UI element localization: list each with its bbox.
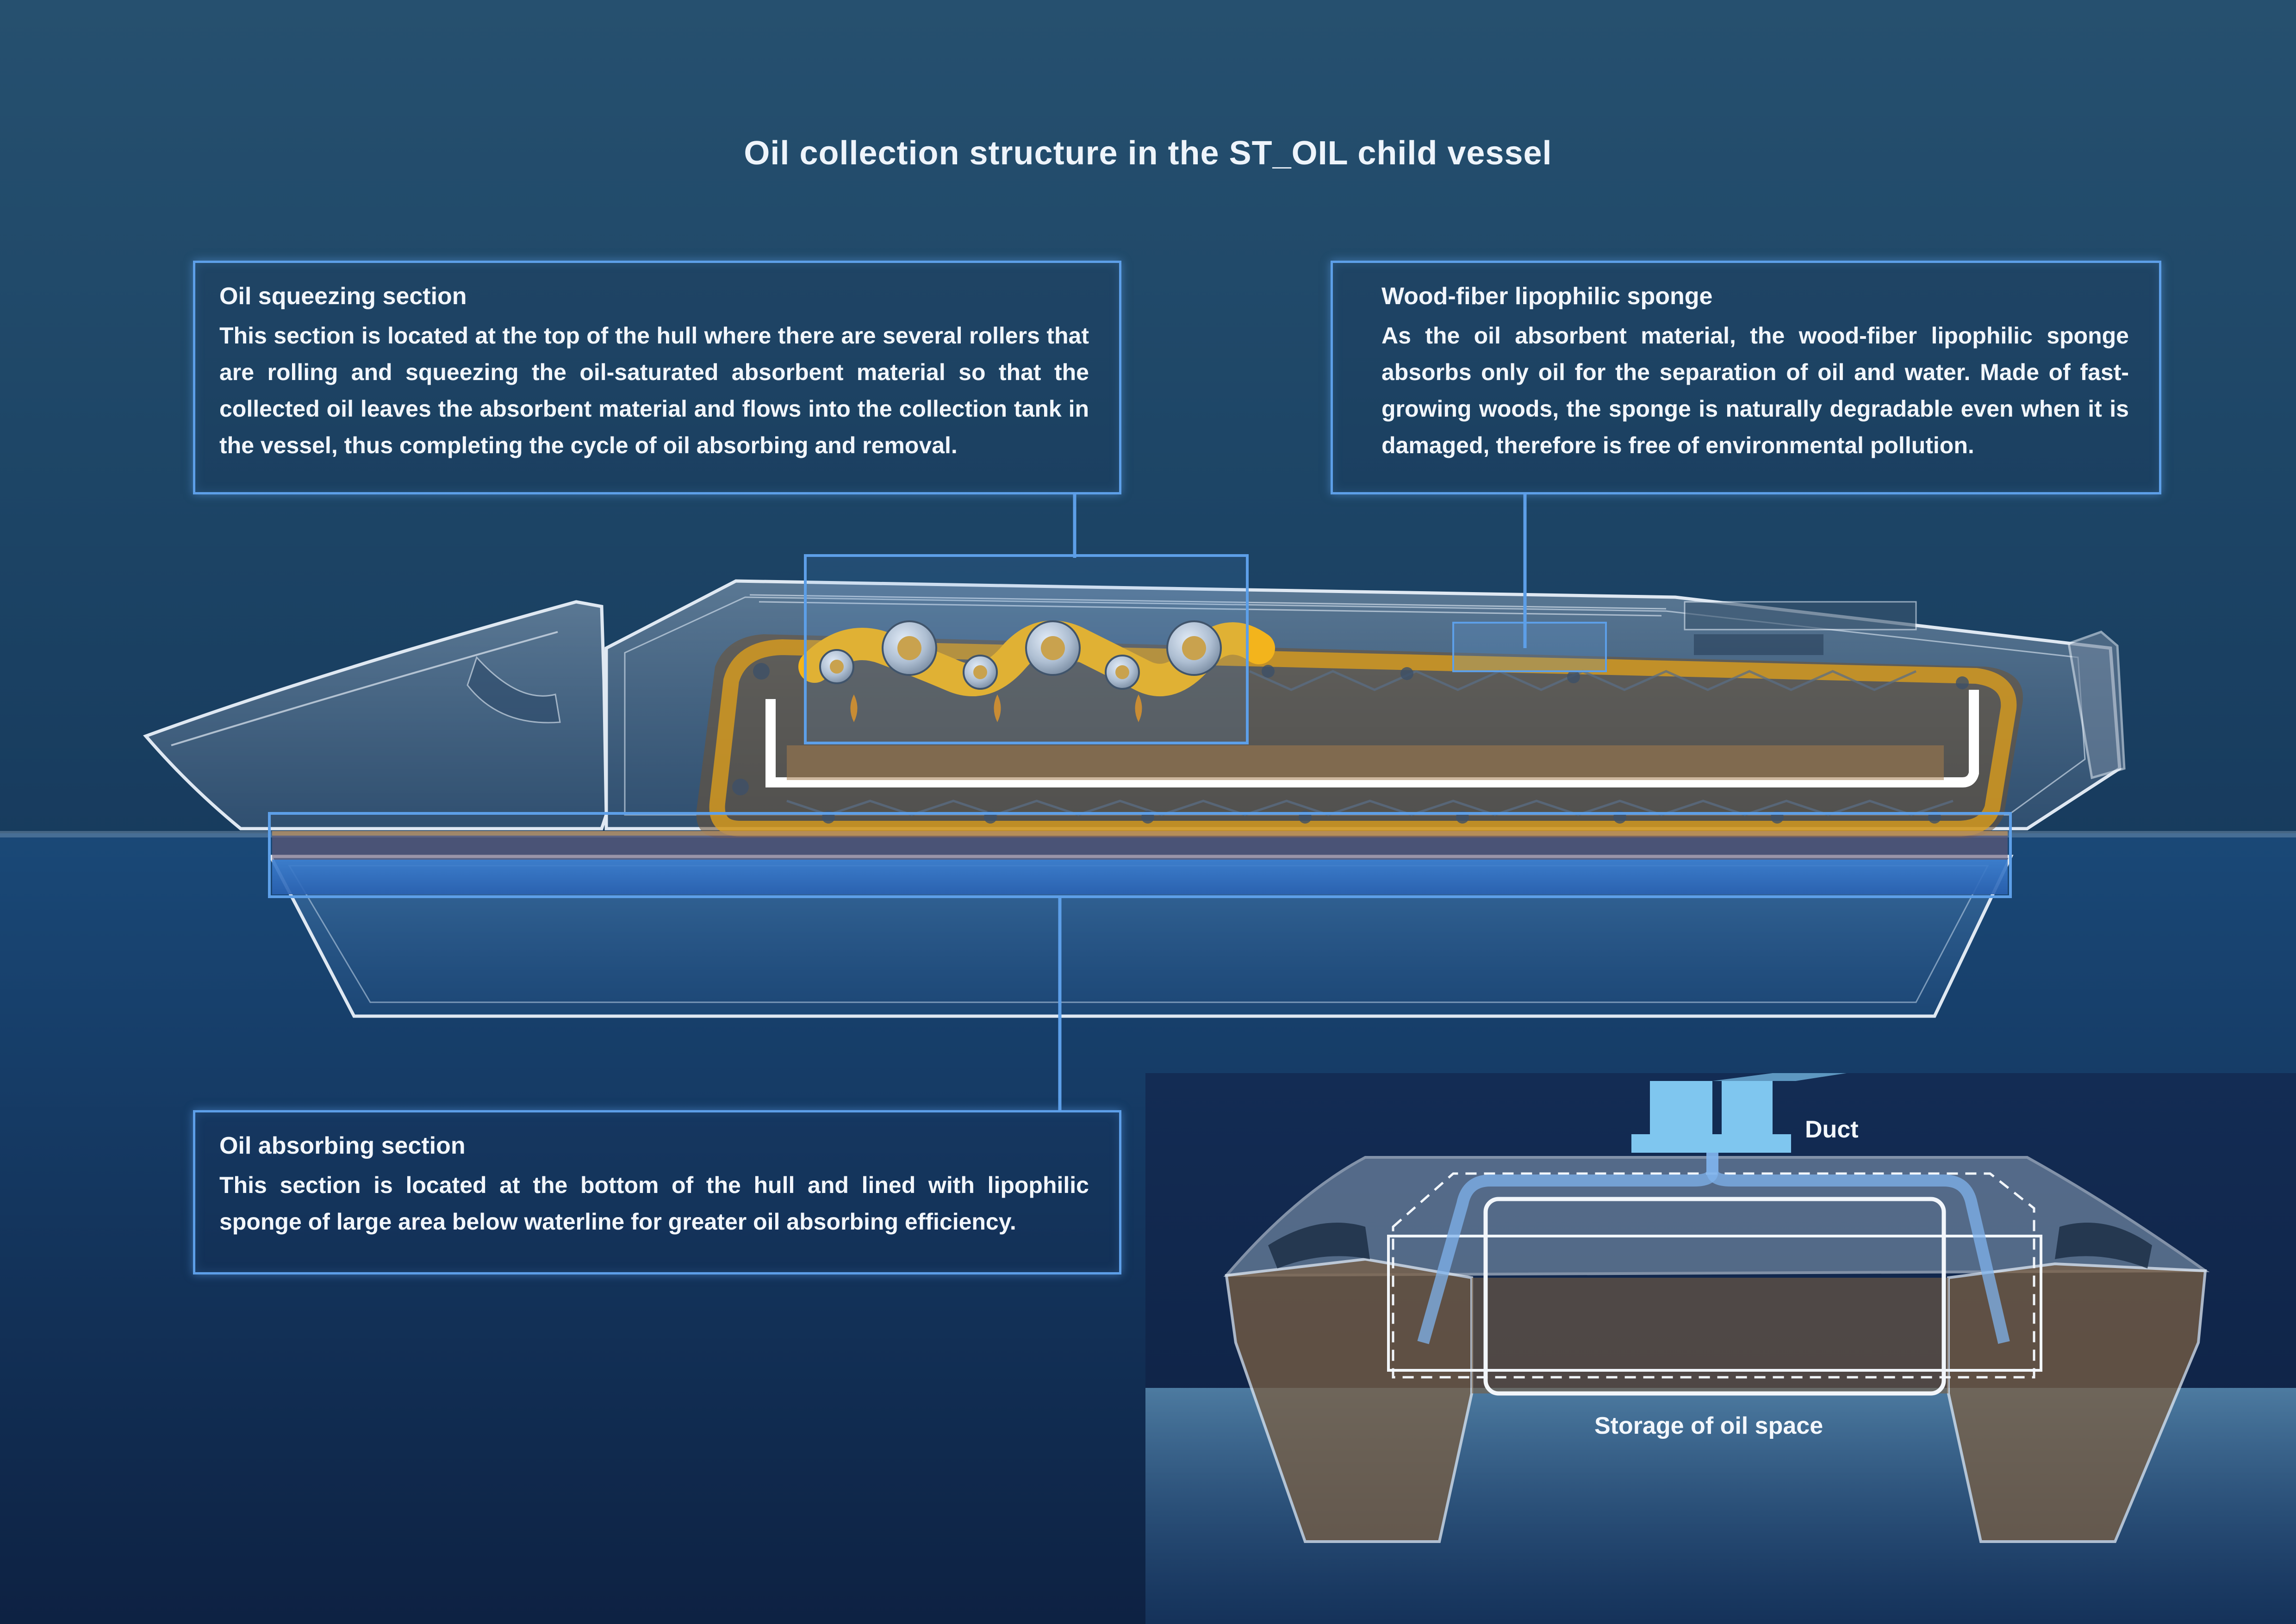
inset-right-pontoon	[1947, 1262, 2207, 1543]
deck-slats	[749, 594, 1667, 617]
callout-absorbing: Oil absorbing section This section is lo…	[193, 1110, 1121, 1274]
callout-squeezing-heading: Oil squeezing section	[219, 283, 467, 310]
callout-squeezing: Oil squeezing section This section is lo…	[193, 261, 1121, 494]
callout-absorbing-heading: Oil absorbing section	[219, 1132, 466, 1159]
oil-drop-2	[994, 694, 1001, 722]
sponge-outline-dashed	[1392, 1172, 2035, 1379]
pipe-right	[1706, 1153, 2010, 1344]
oil-drop-1	[850, 694, 858, 722]
absorbing-water-band	[272, 860, 2008, 894]
oil-drop-3	[1135, 694, 1142, 722]
storage-label: Storage of oil space	[1594, 1412, 1823, 1439]
oil-belt	[709, 639, 2017, 837]
callout-squeezing-body: This section is located at the top of th…	[219, 323, 1089, 458]
inset-center-deck	[1472, 1278, 1948, 1393]
duct-label: Duct	[1805, 1116, 1859, 1143]
bow-deck	[143, 600, 608, 831]
callout-sponge-heading: Wood-fiber lipophilic sponge	[1381, 283, 1713, 310]
callout-sponge: Wood-fiber lipophilic sponge As the oil …	[1331, 261, 2161, 494]
squeezing-highlight-box	[804, 554, 1249, 744]
duct	[1631, 1073, 1847, 1153]
callout-sponge-body: As the oil absorbent material, the wood-…	[1381, 323, 2129, 458]
absorbing-band-box	[268, 812, 2012, 898]
callout-absorbing-body: This section is located at the bottom of…	[219, 1172, 1089, 1235]
inset-left-pontoon	[1225, 1257, 1473, 1543]
storage-tank	[1483, 1197, 1946, 1396]
collection-tank-line	[765, 690, 1979, 787]
page-title: Oil collection structure in the ST_OIL c…	[744, 135, 1552, 172]
roller-assembly	[798, 620, 1275, 722]
sponge-highlight-box	[1452, 622, 1607, 672]
